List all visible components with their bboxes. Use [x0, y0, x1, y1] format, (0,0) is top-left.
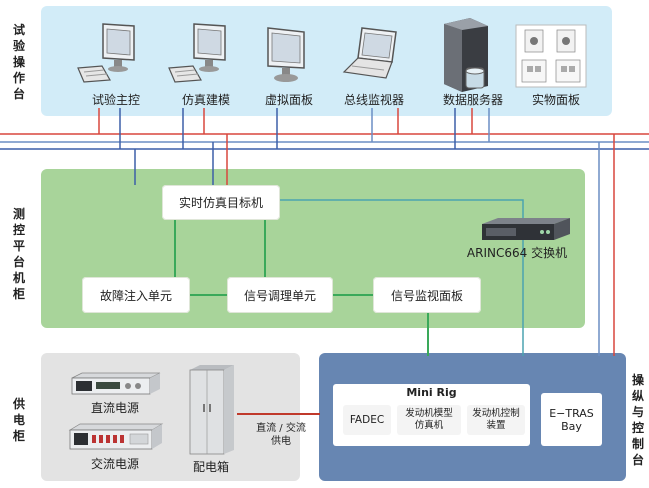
- fadec-label: FADEC: [349, 414, 385, 426]
- engine-model-sim-line1: 发动机模型: [405, 408, 453, 419]
- power-link-label-line1: 直流 / 交流: [256, 423, 306, 434]
- etras-line2: Bay: [561, 419, 582, 433]
- engine-model-sim-line2: 仿真机: [414, 420, 444, 431]
- bus-monitor-label: 总线监视器: [343, 93, 404, 107]
- monitor-icon: [267, 27, 305, 82]
- test-control-label: 试验主控: [91, 93, 140, 107]
- sim-modeling-label: 仿真建模: [181, 93, 230, 107]
- virtual-panel-label: 虚拟面板: [264, 93, 313, 107]
- dc-power-supply-icon: [71, 372, 161, 395]
- distribution-cabinet-icon: [189, 365, 234, 455]
- realtime-target-box: 实时仿真目标机: [162, 185, 280, 220]
- network-switch-icon: [482, 218, 570, 240]
- engine-control-unit-box: 发动机控制 装置: [467, 405, 525, 435]
- etras-line1: E−TRAS: [549, 406, 594, 420]
- signal-conditioning-box: 信号调理单元: [227, 277, 333, 313]
- laptop-icon: [342, 27, 397, 79]
- fault-injection-box: 故障注入单元: [82, 277, 190, 313]
- test-console-label: 试验操作台: [12, 23, 25, 101]
- etras-bay-box: E−TRAS Bay: [541, 393, 602, 446]
- dc-supply-label: 直流电源: [90, 401, 139, 415]
- physical-panel-label: 实物面板: [531, 93, 580, 107]
- control-panel-icon: [515, 24, 587, 88]
- control-console-label: 操纵与控制台: [631, 373, 644, 467]
- engine-control-unit-line1: 发动机控制: [472, 408, 520, 419]
- power-cabinet-label: 供电柜: [12, 397, 25, 443]
- signal-monitor-panel-box: 信号监视面板: [373, 277, 481, 313]
- power-link-label-line2: 供电: [271, 436, 291, 447]
- data-server-label: 数据服务器: [442, 93, 503, 107]
- mini-rig-title: Mini Rig: [406, 386, 457, 399]
- arinc-switch-label: ARINC664 交换机: [466, 246, 568, 260]
- engine-control-unit-line2: 装置: [486, 420, 506, 431]
- workstation-icon: [77, 23, 135, 83]
- test-cabinet-label: 测控平台机柜: [12, 207, 25, 301]
- fadec-box: FADEC: [343, 405, 391, 435]
- engine-model-sim-box: 发动机模型 仿真机: [397, 405, 461, 435]
- ac-power-supply-icon: [68, 423, 164, 450]
- ac-supply-label: 交流电源: [90, 457, 139, 471]
- workstation-icon: [168, 23, 226, 83]
- server-icon: [444, 18, 488, 92]
- distribution-box-label: 配电箱: [192, 460, 229, 474]
